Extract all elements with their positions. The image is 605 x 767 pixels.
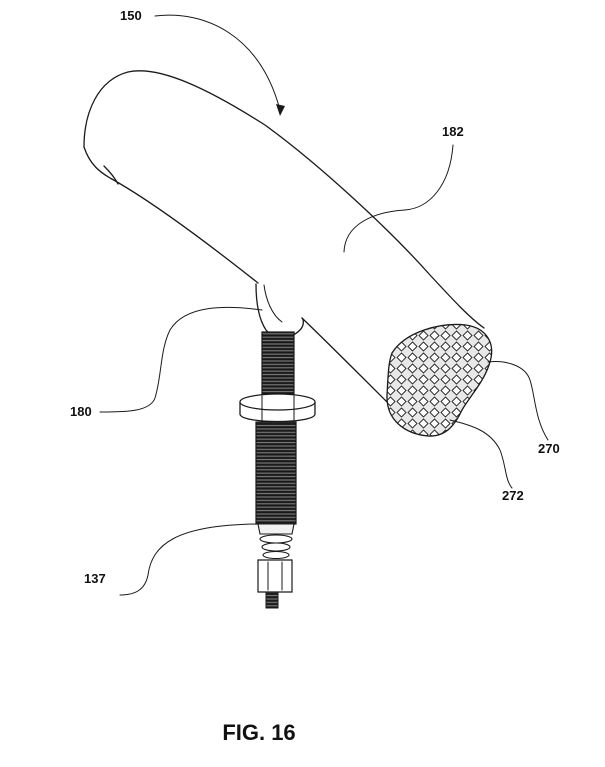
leader-lines: [99, 14, 549, 596]
label-137: 137: [84, 571, 106, 586]
nut: [239, 393, 316, 423]
label-150: 150: [120, 8, 142, 23]
stem-neck: [255, 283, 304, 339]
body-outline: [83, 70, 485, 403]
label-180: 180: [70, 404, 92, 419]
figure-caption: FIG. 16: [222, 720, 296, 745]
label-182: 182: [442, 124, 464, 139]
label-270: 270: [538, 441, 560, 456]
fastener-tip: [257, 523, 295, 609]
upper-threaded-shaft: [261, 331, 295, 397]
label-272: 272: [502, 488, 524, 503]
lower-threaded-shaft: [255, 421, 297, 525]
lattice-end-face: [386, 323, 493, 437]
